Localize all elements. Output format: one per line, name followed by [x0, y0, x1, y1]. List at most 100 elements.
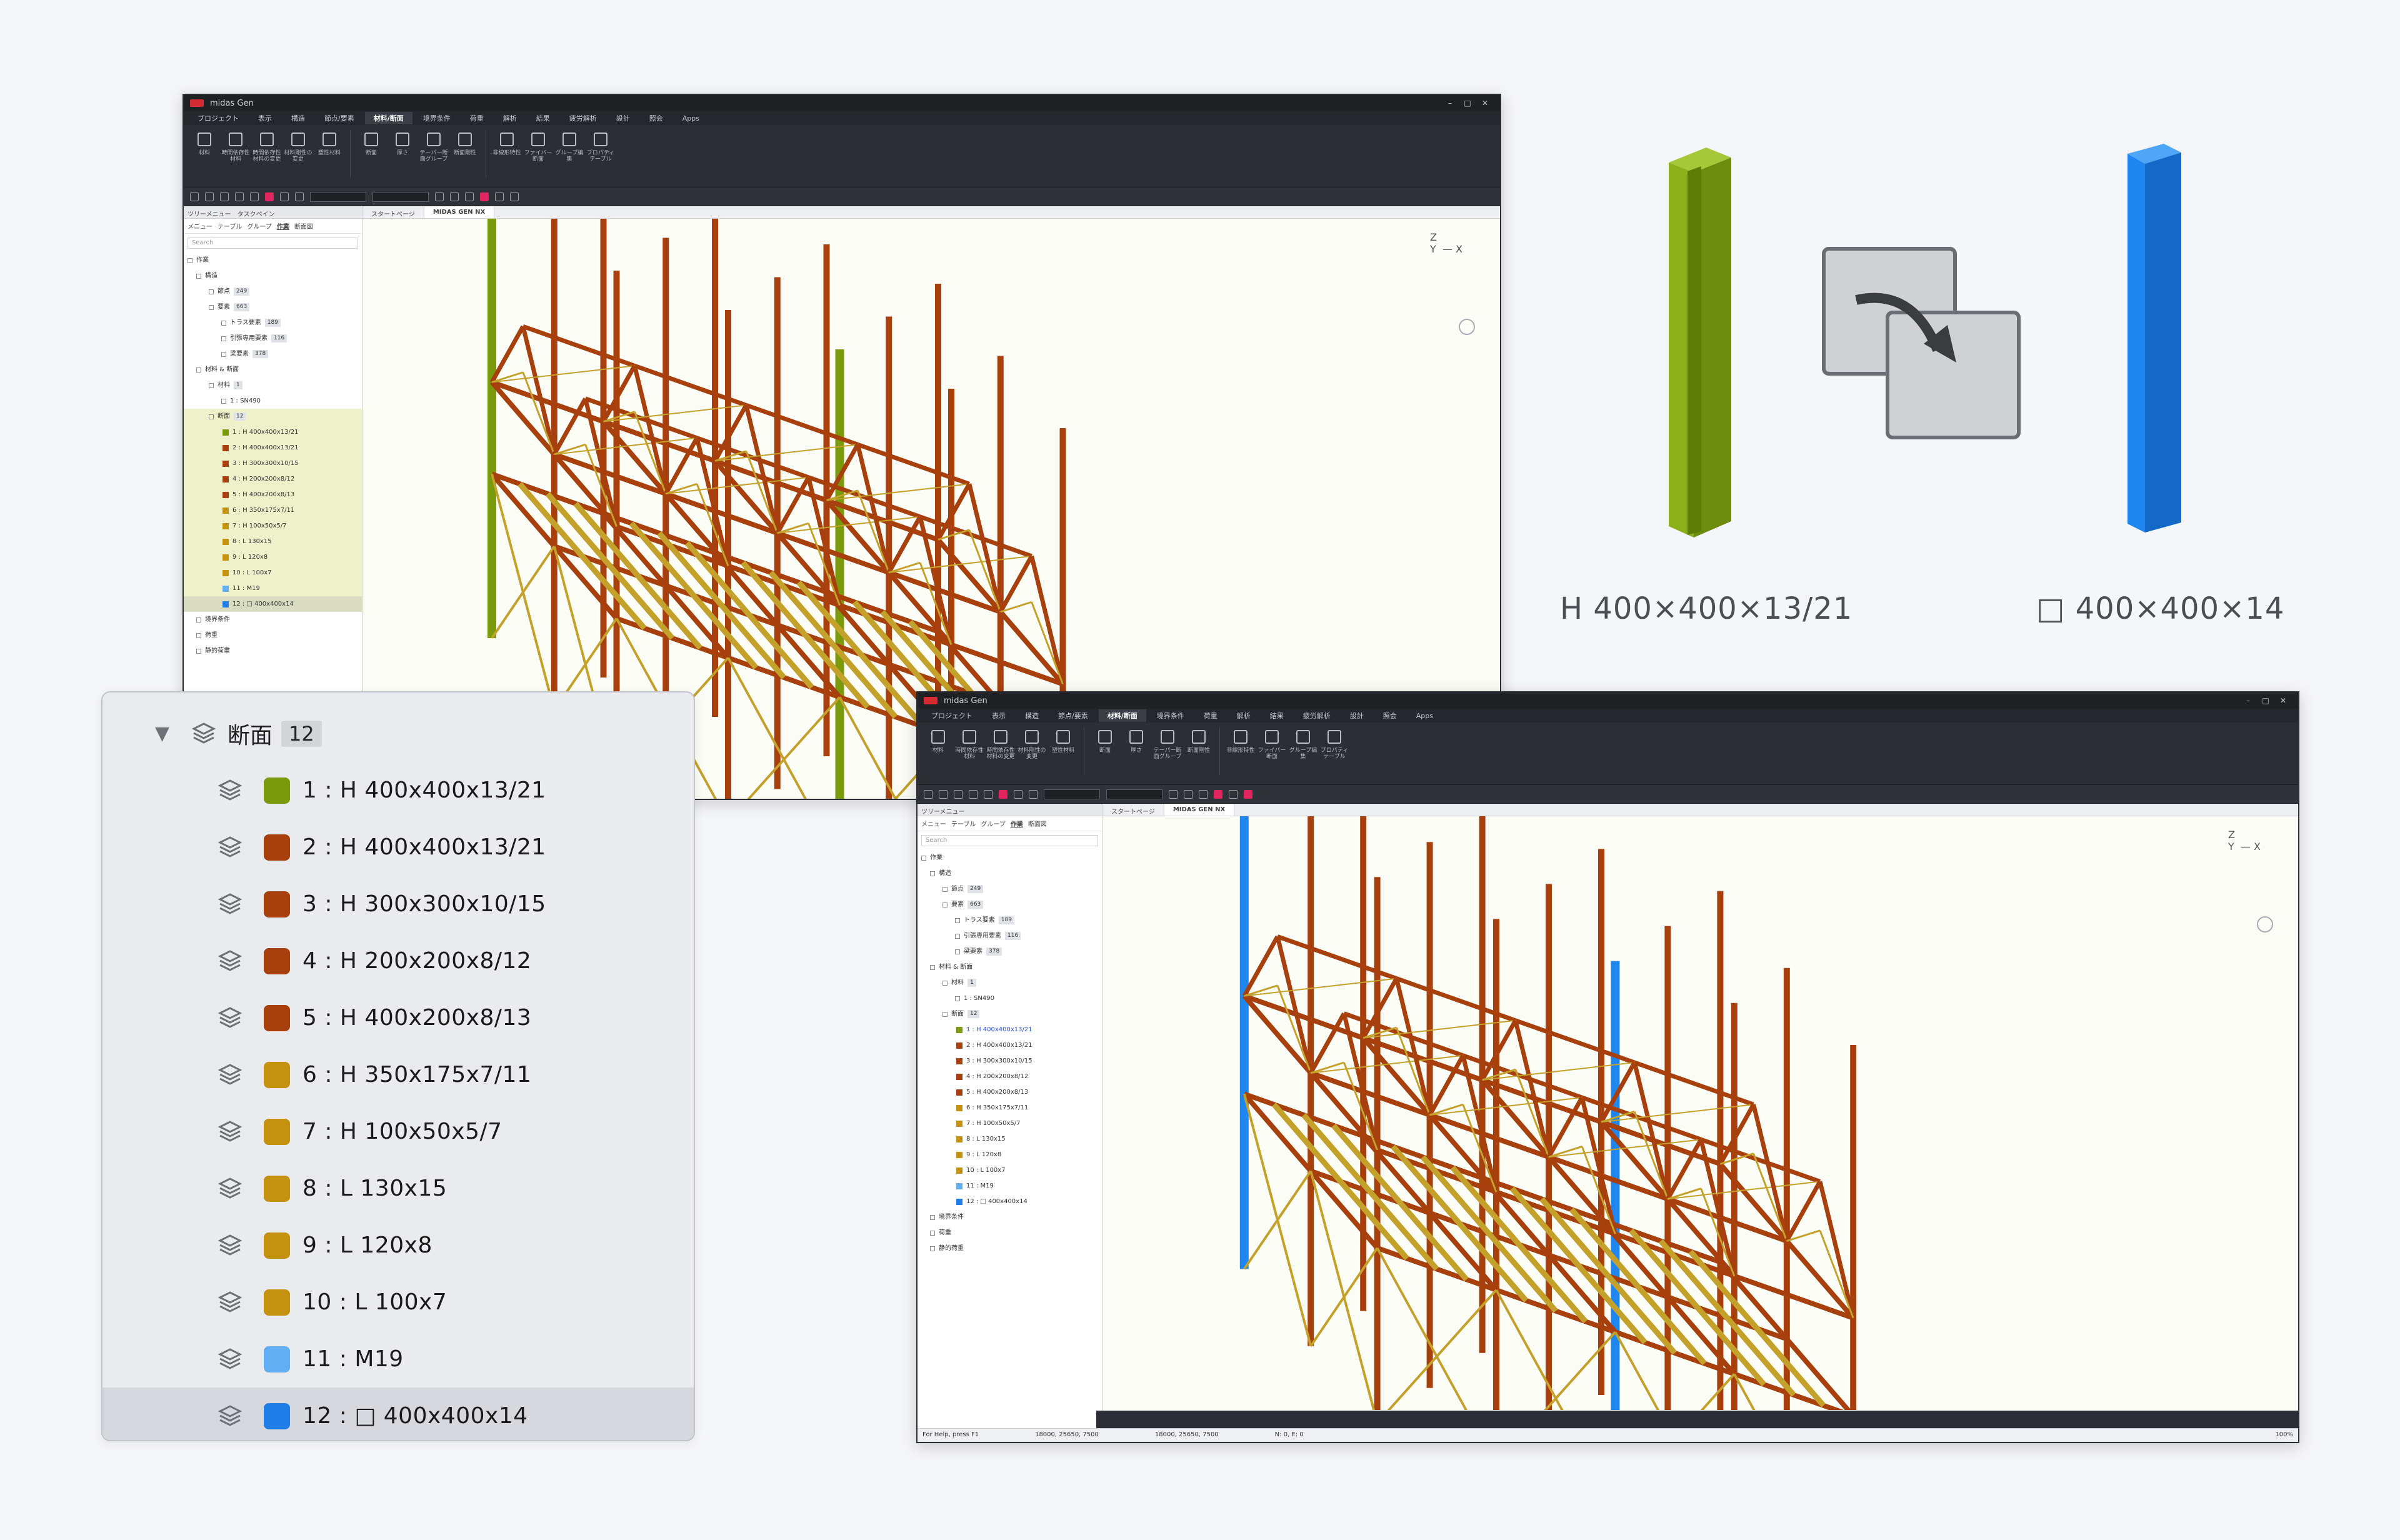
tab-group[interactable]: グループ [981, 821, 1006, 828]
view-cube-icon[interactable] [2257, 916, 2273, 932]
menu-property[interactable]: 材料/断面 [1098, 709, 1146, 722]
tree-section-item[interactable]: 1 : H 400x400x13/21 [184, 424, 362, 440]
unselect-icon[interactable] [1029, 789, 1038, 799]
ribbon-plastic-material-button[interactable]: 塑性材料 [315, 130, 344, 176]
ribbon-material-button[interactable]: 材料 [924, 728, 952, 774]
section-item[interactable]: 8 : L 130x15 [102, 1160, 694, 1217]
menu-node-element[interactable]: 節点/要素 [324, 114, 354, 122]
tab-section-view[interactable]: 断面図 [294, 224, 313, 231]
select-icon[interactable] [265, 192, 274, 201]
ribbon-plastic-material-button[interactable]: 塑性材料 [1049, 728, 1078, 774]
tab-start-page[interactable]: スタートページ [1102, 804, 1164, 816]
ribbon-property-table-button[interactable]: プロパティテーブル [586, 130, 615, 176]
ribbon-change-time-material-button[interactable]: 時間依存性材料の変更 [986, 728, 1015, 774]
tree-section-item[interactable]: 3 : H 300x300x10/15 [184, 456, 362, 471]
rotate-icon[interactable] [1199, 789, 1208, 799]
menu-analysis[interactable]: 解析 [502, 114, 517, 122]
tree-item-material-1[interactable]: 1 : SN490 [918, 991, 1102, 1006]
tab-model[interactable]: MIDAS GEN NX [1164, 804, 1235, 816]
tab-start-page[interactable]: スタートページ [362, 206, 424, 218]
save-icon[interactable] [220, 192, 229, 201]
ribbon-group-edit-button[interactable]: グループ編集 [1289, 728, 1318, 774]
tree-search-input[interactable]: Search [188, 238, 358, 249]
new-file-icon[interactable] [190, 192, 199, 201]
select-icon[interactable] [999, 789, 1008, 799]
section-item[interactable]: 6 : H 350x175x7/11 [102, 1046, 694, 1103]
ribbon-material-button[interactable]: 材料 [190, 130, 219, 176]
tree-section-item[interactable]: 6 : H 350x175x7/11 [184, 502, 362, 518]
view-cube-icon[interactable] [1459, 319, 1475, 335]
tree-section-item[interactable]: 4 : H 200x200x8/12 [918, 1069, 1102, 1084]
tree-item-material-1[interactable]: 1 : SN490 [184, 393, 362, 409]
section-item[interactable]: 11 : M19 [102, 1331, 694, 1388]
section-item[interactable]: 2 : H 400x400x13/21 [102, 819, 694, 876]
tree-item-property[interactable]: 材料 & 断面 [184, 362, 362, 378]
ribbon-section-stiffness-button[interactable]: 断面剛性 [451, 130, 479, 176]
menu-apps[interactable]: Apps [682, 114, 699, 122]
section-item[interactable]: 12 : □ 400x400x14 [102, 1388, 694, 1440]
hidden-line-icon[interactable] [1214, 789, 1222, 799]
tree-section-item[interactable]: 7 : H 100x50x5/7 [918, 1116, 1102, 1131]
tab-work[interactable]: 作業 [1010, 821, 1023, 828]
menu-fatigue[interactable]: 疲労解析 [1302, 712, 1331, 720]
menu-design[interactable]: 設計 [1349, 712, 1364, 720]
open-file-icon[interactable] [939, 789, 948, 799]
tree-section-item[interactable]: 2 : H 400x400x13/21 [184, 440, 362, 456]
tree-section-item[interactable]: 3 : H 300x300x10/15 [918, 1053, 1102, 1069]
tree-search-input[interactable]: Search [921, 835, 1098, 846]
zoom-fit-icon[interactable] [1169, 789, 1178, 799]
ribbon-time-material-button[interactable]: 時間依存性材料 [221, 130, 250, 176]
minimize-icon[interactable]: – [2246, 696, 2250, 705]
menu-view[interactable]: 表示 [992, 712, 1006, 720]
collapse-arrow-icon[interactable]: ▼ [155, 722, 170, 744]
coordinate-combo[interactable] [1106, 789, 1162, 799]
tree-item-loads[interactable]: 荷重 [184, 628, 362, 643]
tab-table[interactable]: テーブル [951, 821, 976, 828]
ribbon-nonlinear-button[interactable]: 非線形特性 [1226, 728, 1255, 774]
tab-work[interactable]: 作業 [276, 224, 289, 231]
tab-section-view[interactable]: 断面図 [1028, 821, 1047, 828]
save-icon[interactable] [954, 789, 962, 799]
menu-project[interactable]: プロジェクト [931, 712, 972, 720]
ribbon-thickness-button[interactable]: 厚さ [1122, 728, 1151, 774]
ribbon-taper-group-button[interactable]: テーパー断面グループ [1153, 728, 1182, 774]
section-item[interactable]: 3 : H 300x300x10/15 [102, 876, 694, 932]
close-icon[interactable]: ✕ [1481, 99, 1489, 108]
menu-property[interactable]: 材料/断面 [364, 112, 412, 124]
undo-icon[interactable] [969, 789, 978, 799]
menu-node-element[interactable]: 節点/要素 [1058, 712, 1088, 720]
tree-section-item[interactable]: 7 : H 100x50x5/7 [184, 518, 362, 534]
tab-group[interactable]: グループ [247, 224, 272, 231]
tree-section-item[interactable]: 9 : L 120x8 [184, 549, 362, 565]
menu-project[interactable]: プロジェクト [198, 114, 239, 122]
ribbon-time-material-button[interactable]: 時間依存性材料 [955, 728, 984, 774]
menu-structure[interactable]: 構造 [291, 114, 305, 122]
menu-results[interactable]: 結果 [536, 114, 550, 122]
tree-item-loads[interactable]: 荷重 [918, 1225, 1102, 1241]
pan-icon[interactable] [450, 192, 459, 201]
open-file-icon[interactable] [205, 192, 214, 201]
ribbon-fiber-button[interactable]: ファイバー断面 [524, 130, 552, 176]
hidden-line-icon[interactable] [480, 192, 489, 201]
menu-structure[interactable]: 構造 [1025, 712, 1039, 720]
ribbon-section-stiffness-button[interactable]: 断面剛性 [1184, 728, 1213, 774]
section-item[interactable]: 7 : H 100x50x5/7 [102, 1103, 694, 1160]
ribbon-group-edit-button[interactable]: グループ編集 [555, 130, 584, 176]
ribbon-change-time-material-button[interactable]: 時間依存性材料の変更 [252, 130, 281, 176]
ribbon-section-button[interactable]: 断面 [1091, 728, 1119, 774]
ribbon-nonlinear-button[interactable]: 非線形特性 [492, 130, 521, 176]
display-icon[interactable] [1244, 789, 1252, 799]
tree-item-work[interactable]: 作業 [184, 252, 362, 268]
zoom-fit-icon[interactable] [435, 192, 444, 201]
section-item[interactable]: 10 : L 100x7 [102, 1274, 694, 1331]
tree-section-item[interactable]: 5 : H 400x200x8/13 [918, 1084, 1102, 1100]
